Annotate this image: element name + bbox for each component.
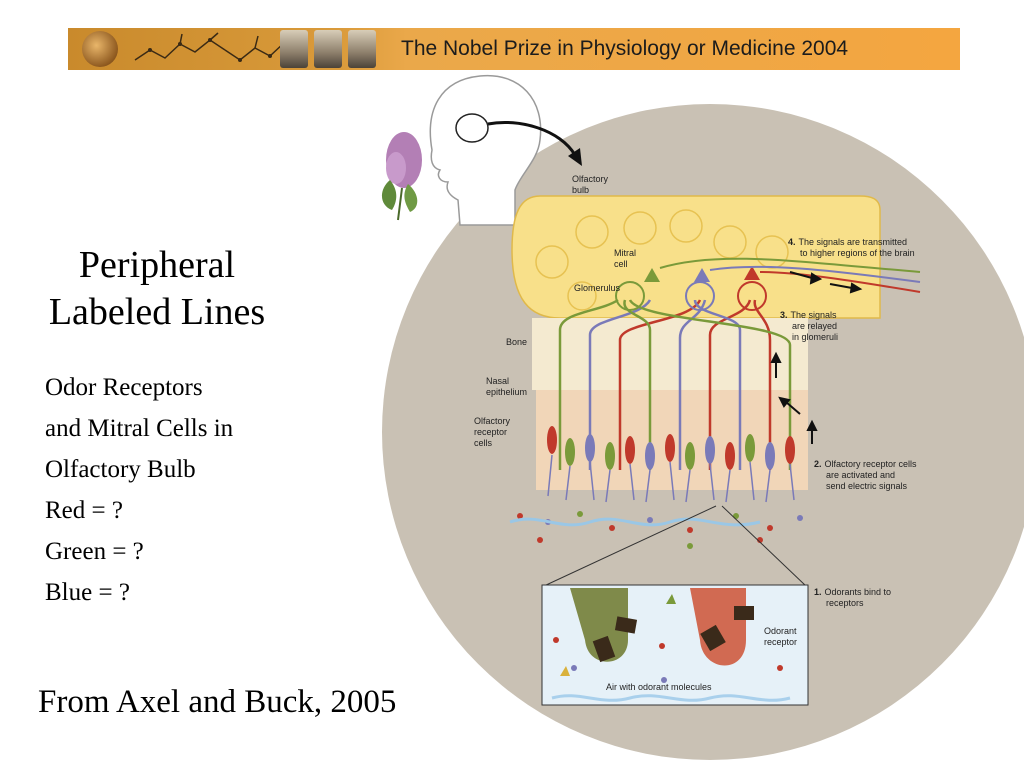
head-silhouette-icon [429,74,542,226]
zoom-arrow [487,120,577,156]
body-line: and Mitral Cells in [45,415,234,442]
body-line: Red = ? [45,497,123,524]
laureate-portrait-2 [314,30,342,68]
output-tracts [659,257,921,293]
body-line: Odor Receptors [45,374,203,401]
nobel-medal-icon [82,31,118,67]
nobel-banner: The Nobel Prize in Physiology or Medicin… [68,28,960,70]
body-line: Blue = ? [45,579,130,606]
body-line: Olfactory Bulb [45,456,196,483]
label-glomerulus: Glomerulus [574,283,621,293]
citation: From Axel and Buck, 2005 [38,684,397,720]
cilia [547,454,795,503]
glomerulus-blue [685,268,715,311]
label-air-with-odorant: Air with odorant molecules [606,682,712,692]
receptor-cells [547,426,795,470]
odorant-receptor-icon [592,606,754,663]
title-line: Labeled Lines [48,291,266,333]
bone-layer [532,318,808,390]
slide-title: Peripheral Labeled Lines [18,242,296,336]
lilac-flower-icon [381,132,422,221]
inset-red-cilium [690,588,746,666]
inset-odorant-molecules [553,594,783,683]
glomerulus-green [615,268,660,311]
zoom-arrow-head [568,148,582,166]
inset-zoom-lines [543,505,807,587]
olfactory-bulb [511,195,881,319]
title-line: Peripheral [78,244,236,286]
odorant-molecules [509,511,803,549]
inset-air-flow [551,694,791,702]
inset-green-cilium [570,588,628,662]
slide-body: Odor Receptors and Mitral Cells in Olfac… [45,367,345,613]
glomerulus-red [737,266,767,311]
molecule-structure-icon [134,32,286,62]
laureate-portrait-1 [280,30,308,68]
signal-arrows [770,271,863,444]
laureate-portrait-3 [348,30,376,68]
label-bone: Bone [506,337,527,347]
nose-zoom-circle [455,113,489,143]
axon-lines [558,298,792,470]
banner-title: The Nobel Prize in Physiology or Medicin… [401,37,849,60]
body-line: Green = ? [45,538,144,565]
